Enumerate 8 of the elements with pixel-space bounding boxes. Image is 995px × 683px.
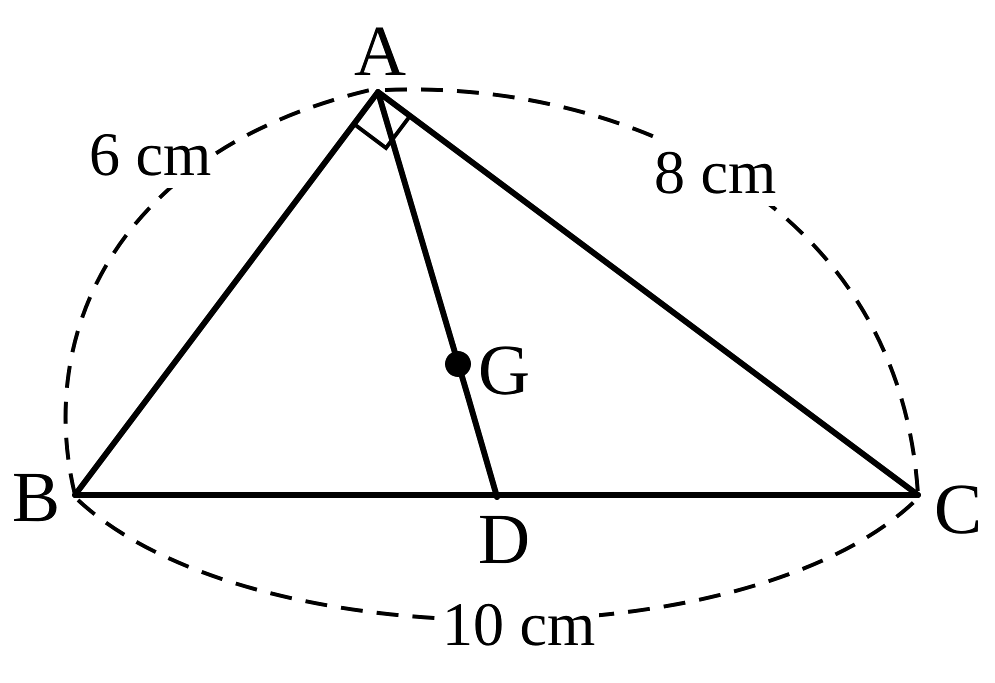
point-label: G	[478, 331, 530, 409]
vertex-label: B	[0, 458, 72, 538]
line-segment	[72, 492, 921, 498]
vertex-label: C	[921, 470, 995, 550]
line-segment	[465, 394, 500, 500]
vertex-label: D	[468, 500, 540, 580]
line-segment	[375, 89, 456, 348]
vertex-label: A	[345, 12, 415, 92]
